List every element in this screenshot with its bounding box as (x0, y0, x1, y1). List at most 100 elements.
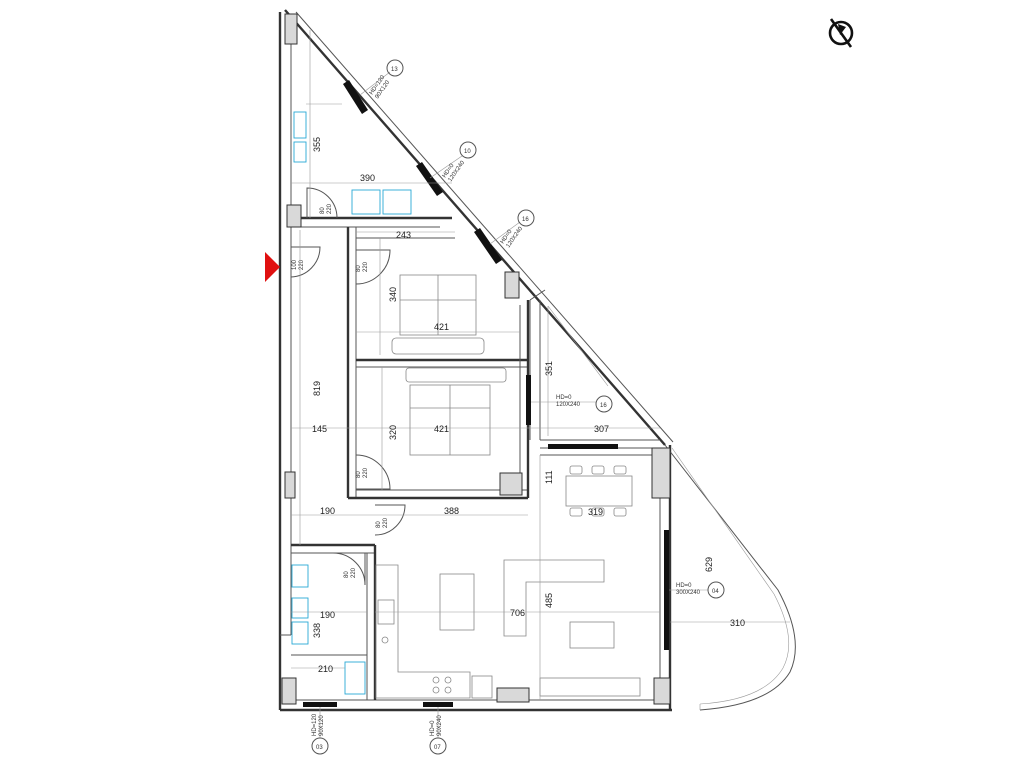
sink-icon (351, 189, 381, 215)
dim-terrace-height: 629 (704, 557, 714, 572)
dim-dining-height: 111 (544, 470, 554, 484)
bidet-icon (291, 597, 309, 619)
dimension-lines (291, 30, 790, 700)
dim-bath-bottom-height: 338 (312, 623, 322, 638)
dim-bath-top-height: 355 (312, 137, 322, 152)
windows (303, 80, 669, 707)
kitchen-counter-icon (375, 564, 471, 699)
sideboard-icon (539, 677, 641, 697)
entrance-arrow-icon (265, 252, 280, 282)
window-w03 (303, 702, 337, 707)
door-living[interactable] (374, 504, 406, 536)
column (496, 687, 530, 703)
window-tag-w04 (707, 581, 725, 599)
window-tag-w03-label: 03 (316, 745, 323, 751)
window-tag-w10 (459, 141, 477, 159)
window-dining (548, 444, 618, 449)
window-w07 (423, 702, 453, 707)
column (653, 677, 671, 705)
furniture (375, 274, 641, 699)
doors: 80220 100220 80220 80220 80220 80220 (290, 187, 406, 586)
window-tag-w07 (429, 737, 447, 755)
dim-bedroom2-height: 320 (388, 425, 398, 440)
door-bedroom2[interactable] (355, 454, 391, 490)
column (651, 447, 671, 499)
window-tags: 13 HD=12090X120 10 HD=0120X240 16 HD=012… (311, 59, 725, 755)
north-arrow-icon (828, 18, 854, 48)
door-entrance-label: 100220 (292, 259, 305, 270)
window-tag-w13-label: 13 (391, 67, 398, 73)
dim-balcony-top-height: 351 (544, 361, 554, 376)
door-bath-bottom-label: 80220 (344, 567, 357, 578)
toilet-icon (293, 111, 307, 139)
column (281, 677, 297, 705)
door-bedroom2-label: 80220 (356, 467, 369, 478)
terrace-outline (664, 444, 796, 711)
sofa-icon (503, 559, 605, 637)
sofa-icon (391, 337, 485, 355)
window-tag-w04-label: 04 (712, 589, 719, 595)
bidet-icon (293, 141, 307, 163)
column (284, 13, 298, 45)
dining-table-icon (565, 475, 633, 507)
dim-living-width: 706 (510, 608, 525, 618)
window-tag-w07-label: 07 (434, 745, 441, 751)
dim-corridor-length: 819 (312, 381, 322, 396)
window-w16b (526, 375, 531, 425)
window-w13 (343, 80, 368, 114)
window-tag-w16b (595, 395, 613, 413)
window-tag-w10-label: 10 (464, 149, 471, 155)
window-tag-w16a (517, 209, 535, 227)
column (284, 471, 296, 499)
window-spec-w07: HD=090X240 (430, 715, 443, 736)
washing-machine-icon (344, 661, 366, 695)
bathroom-fixtures (291, 103, 412, 695)
dim-bedroom1-height: 340 (388, 287, 398, 302)
dim-bedroom1-inner-width: 421 (434, 322, 449, 332)
washbasin-icon (382, 189, 412, 215)
window-tag-w16b-label: 16 (600, 403, 607, 409)
window-spec-w13: HD=12090X120 (369, 74, 393, 100)
door-entrance[interactable] (290, 246, 321, 278)
dim-dining-width: 319 (588, 507, 603, 517)
dimension-labels: 355 390 243 340 421 819 145 320 421 351 … (312, 137, 745, 674)
headboard-icon (405, 367, 507, 383)
dim-passage-width: 307 (594, 424, 609, 434)
dim-hall-length: 388 (444, 506, 459, 516)
column (499, 472, 523, 496)
column (504, 271, 520, 299)
columns (281, 13, 671, 705)
dim-terrace-width: 310 (730, 618, 745, 628)
interior-walls (291, 216, 655, 700)
window-w04 (664, 530, 669, 650)
door-bath-bottom[interactable] (332, 552, 366, 586)
cooktop-icon (432, 676, 440, 684)
dim-bedroom2-width: 421 (434, 424, 449, 434)
window-tag-w13 (386, 59, 404, 77)
window-tag-w16a-label: 16 (522, 217, 529, 223)
balcony-slant (529, 289, 660, 449)
dim-bath-top-width: 390 (360, 173, 375, 183)
window-spec-w16a: HD=0120X240 (500, 221, 525, 249)
coffee-table-icon (439, 573, 475, 631)
dim-bath-bottom-width: 190 (320, 610, 335, 620)
window-w10 (416, 162, 443, 196)
dim-corridor-width: 145 (312, 424, 327, 434)
dim-living-height: 485 (544, 593, 554, 608)
door-bedroom1-label: 80220 (356, 261, 369, 272)
column (286, 204, 302, 228)
window-spec-w10: HD=0120X240 (442, 155, 467, 183)
tv-unit-icon (569, 621, 615, 649)
fridge-icon (471, 675, 493, 699)
toilet-icon (291, 564, 309, 588)
dim-utility-width: 210 (318, 664, 333, 674)
dim-hall-width: 190 (320, 506, 335, 516)
window-spec-w03: HD=12090X120 (312, 713, 325, 736)
window-w16a (474, 228, 502, 264)
door-bath-top[interactable] (306, 187, 338, 219)
dim-bedroom1-width: 243 (396, 230, 411, 240)
sink-icon (291, 621, 309, 645)
door-bedroom1[interactable] (355, 249, 391, 285)
